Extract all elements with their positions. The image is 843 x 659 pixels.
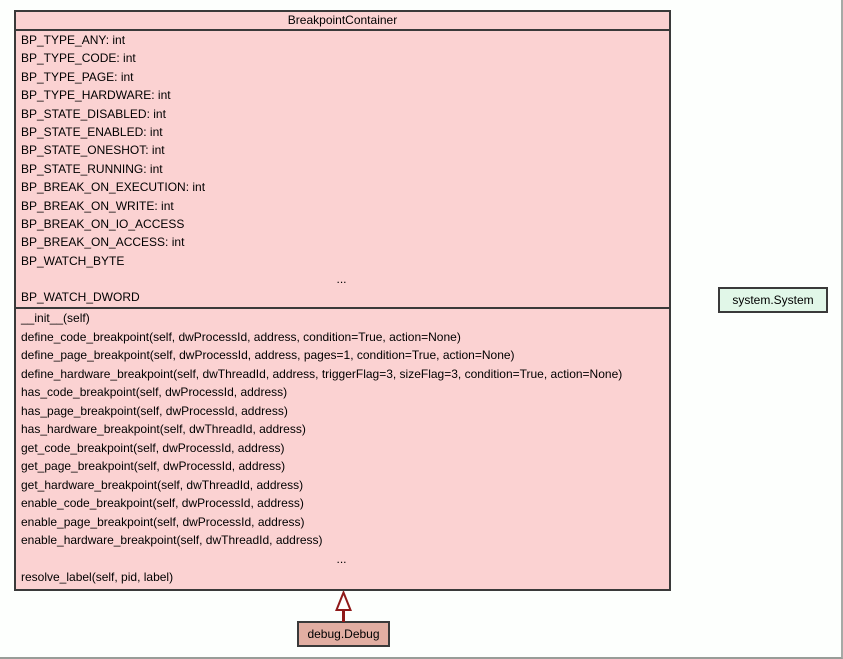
class-title: BreakpointContainer [16, 12, 669, 31]
attributes-compartment: BP_TYPE_ANY: int BP_TYPE_CODE: int BP_TY… [16, 31, 669, 307]
method-row: get_page_breakpoint(self, dwProcessId, a… [21, 459, 286, 474]
attribute-row: BP_BREAK_ON_ACCESS: int [21, 235, 185, 250]
attributes-ellipsis: ... [336, 272, 347, 287]
method-row: enable_page_breakpoint(self, dwProcessId… [21, 514, 305, 529]
method-row: __init__(self) [21, 311, 90, 325]
class-title: system.System [732, 293, 814, 307]
method-row: define_code_breakpoint(self, dwProcessId… [21, 329, 461, 344]
attribute-row: BP_STATE_ONESHOT: int [21, 143, 165, 158]
method-row: define_hardware_breakpoint(self, dwThrea… [21, 366, 623, 381]
method-row: enable_hardware_breakpoint(self, dwThrea… [21, 533, 323, 548]
class-node-system-system[interactable]: system.System [718, 287, 828, 313]
attribute-row: BP_WATCH_DWORD [21, 290, 140, 305]
class-node-breakpointcontainer[interactable]: BreakpointContainer BP_TYPE_ANY: int BP_… [14, 10, 671, 591]
methods-compartment: __init__(self) define_code_breakpoint(se… [16, 307, 669, 587]
class-node-debug-debug[interactable]: debug.Debug [297, 621, 390, 647]
method-row: resolve_label(self, pid, label) [21, 570, 174, 585]
class-title: debug.Debug [307, 627, 380, 641]
attribute-row: BP_WATCH_BYTE [21, 253, 125, 268]
method-row: get_hardware_breakpoint(self, dwThreadId… [21, 477, 304, 492]
method-row: get_code_breakpoint(self, dwProcessId, a… [21, 440, 285, 455]
method-row: has_code_breakpoint(self, dwProcessId, a… [21, 385, 288, 400]
attribute-row: BP_TYPE_CODE: int [21, 51, 136, 66]
inheritance-arrow-icon [335, 591, 352, 622]
attribute-row: BP_TYPE_PAGE: int [21, 69, 134, 84]
attribute-row: BP_STATE_ENABLED: int [21, 124, 163, 139]
attribute-row: BP_STATE_DISABLED: int [21, 106, 166, 121]
method-row: has_hardware_breakpoint(self, dwThreadId… [21, 422, 306, 437]
attribute-row: BP_TYPE_ANY: int [21, 33, 126, 47]
attribute-row: BP_BREAK_ON_WRITE: int [21, 198, 174, 213]
attribute-row: BP_STATE_RUNNING: int [21, 161, 163, 176]
attribute-row: BP_BREAK_ON_IO_ACCESS [21, 216, 185, 231]
attribute-row: BP_TYPE_HARDWARE: int [21, 88, 171, 103]
methods-ellipsis: ... [336, 551, 347, 566]
attribute-row: BP_BREAK_ON_EXECUTION: int [21, 180, 206, 195]
method-row: enable_code_breakpoint(self, dwProcessId… [21, 496, 304, 511]
method-row: has_page_breakpoint(self, dwProcessId, a… [21, 403, 288, 418]
method-row: define_page_breakpoint(self, dwProcessId… [21, 348, 515, 363]
